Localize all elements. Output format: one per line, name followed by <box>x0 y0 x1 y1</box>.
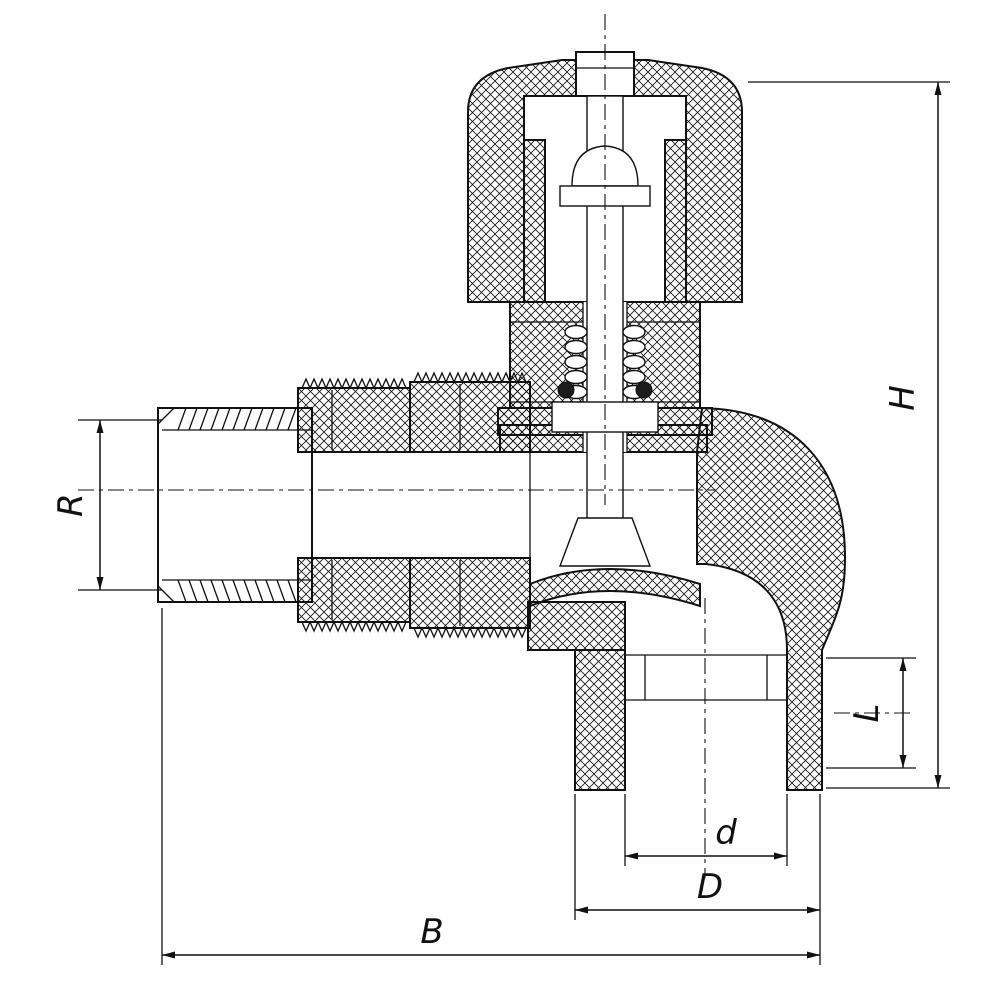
dim-D: D <box>574 794 821 965</box>
dimensions: R H L d D B <box>51 81 950 965</box>
coil <box>564 339 588 355</box>
elbow-wall <box>696 406 847 791</box>
coil <box>622 369 646 385</box>
coil <box>622 354 646 370</box>
dim-B: B <box>161 608 820 965</box>
body-knurl-bottom <box>413 626 527 639</box>
o-ring-left <box>557 381 575 399</box>
outlet-socket <box>527 601 787 791</box>
coil <box>564 369 588 385</box>
thread-ticks-top <box>177 407 297 431</box>
dim-d: d <box>624 794 788 866</box>
body-socket-bottom <box>409 557 531 629</box>
dim-L-label: L <box>847 704 887 723</box>
male-thread-pipe <box>157 407 313 603</box>
nut-knurl-bottom <box>301 620 407 633</box>
o-ring-right <box>635 381 653 399</box>
pipe-end-chamfers <box>157 407 175 603</box>
coil <box>622 324 646 340</box>
dim-H-label: H <box>883 385 923 411</box>
dim-R-label: R <box>51 493 91 517</box>
dim-H: H <box>748 81 950 789</box>
dim-L: L <box>826 657 916 769</box>
inlet-connection <box>157 371 531 639</box>
body-knurl-top <box>413 371 527 384</box>
body-socket-top <box>409 381 531 453</box>
centerlines <box>78 14 912 878</box>
outlet-left-wall <box>574 649 626 791</box>
dim-d-label: d <box>715 813 737 853</box>
dim-R-ext-lines <box>78 419 162 591</box>
dim-B-label: B <box>420 912 443 952</box>
handle-hub-right <box>664 139 687 303</box>
valve-disc-seal <box>529 568 701 608</box>
coil <box>564 324 588 340</box>
seat-bridge <box>527 601 626 651</box>
coil <box>622 339 646 355</box>
nut-knurl-top <box>301 377 407 390</box>
socket-shoulder-lines <box>625 654 787 701</box>
handle-hub-left <box>523 139 546 303</box>
disc-holder <box>558 517 652 567</box>
thread-root-lines <box>162 429 312 581</box>
thread-ticks-bottom <box>177 579 297 603</box>
elbow-body <box>696 406 847 791</box>
dim-H-ext-lines <box>748 81 950 789</box>
dim-D-ext-lines <box>574 794 821 965</box>
union-nut-bottom <box>297 557 411 623</box>
dim-d-ext-lines <box>624 794 788 866</box>
facet-lines <box>311 384 461 626</box>
coil <box>564 354 588 370</box>
dim-D-label: D <box>697 867 723 907</box>
union-nut-top <box>297 387 411 453</box>
dim-R: R <box>51 419 162 591</box>
